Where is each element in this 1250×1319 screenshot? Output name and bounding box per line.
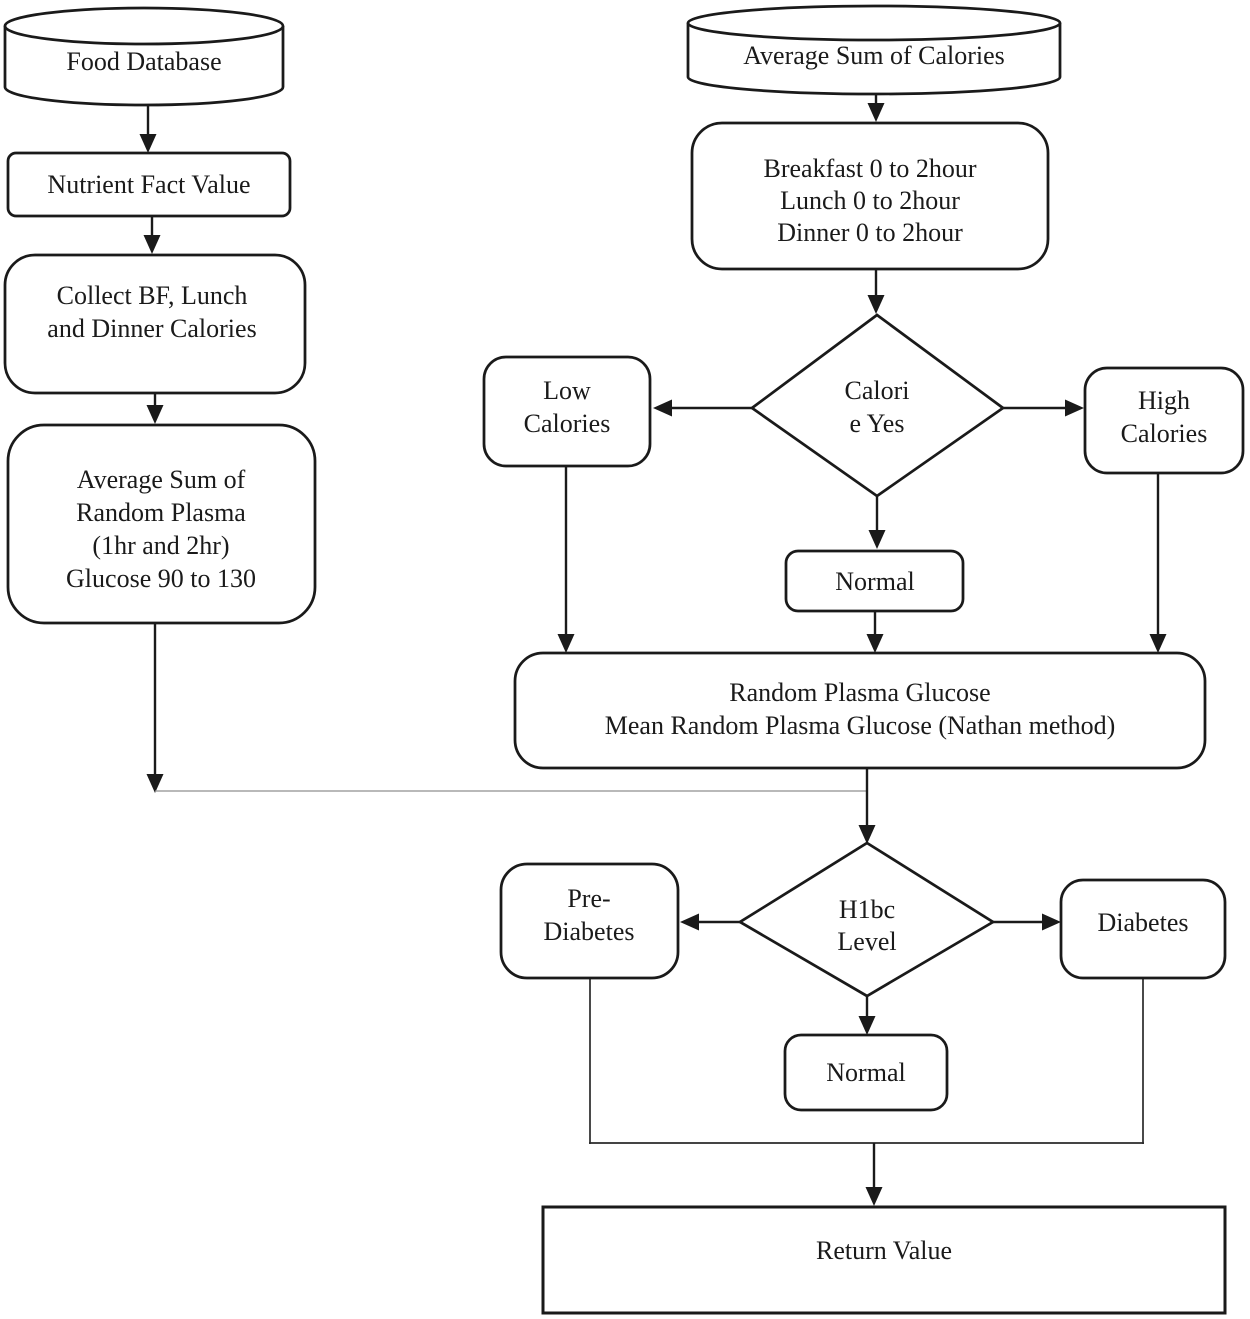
arrowhead-down-icon xyxy=(146,774,164,793)
normal-calories-label: Normal xyxy=(835,567,914,596)
meal-windows-label-line3: Dinner 0 to 2hour xyxy=(777,218,963,247)
node-normal-h1bc xyxy=(783,1033,949,1112)
node-random-plasma-glucose xyxy=(513,651,1207,770)
avg-plasma-label-line2: Random Plasma xyxy=(76,498,246,527)
arrowhead-down-icon xyxy=(867,295,885,314)
arrowhead-right-icon xyxy=(1065,399,1084,417)
node-diabetes xyxy=(1059,878,1227,980)
calorie-decision-label-line2: e Yes xyxy=(850,409,905,438)
arrowhead-down-icon xyxy=(867,103,885,122)
node-collect-calories xyxy=(3,253,307,395)
low-calories-label-line1: Low xyxy=(543,376,591,405)
arrowhead-down-icon xyxy=(865,1187,883,1206)
arrowhead-down-icon xyxy=(557,634,575,653)
node-normal-calories xyxy=(784,549,965,613)
node-low-calories xyxy=(482,355,652,468)
h1bc-decision-label-line2: Level xyxy=(837,927,896,956)
arrowhead-right-icon xyxy=(1042,913,1061,931)
cylinder-body xyxy=(3,26,285,107)
arrowhead-down-icon xyxy=(858,1016,876,1035)
avg-plasma-label-line4: Glucose 90 to 130 xyxy=(66,564,256,593)
node-food-database xyxy=(3,6,285,107)
collect-calories-label-line2: and Dinner Calories xyxy=(47,314,256,343)
node-average-sum-calories xyxy=(686,4,1062,96)
diabetes-label: Diabetes xyxy=(1098,908,1189,937)
arrowhead-down-icon xyxy=(868,530,886,549)
node-labels: Food Database Nutrient Fact Value Collec… xyxy=(47,41,1207,1265)
arrowhead-down-icon xyxy=(866,634,884,653)
node-shapes xyxy=(3,4,1245,1315)
arrowhead-down-icon xyxy=(139,134,157,153)
avg-plasma-label-line1: Average Sum of xyxy=(77,465,246,494)
node-return-value xyxy=(541,1205,1227,1315)
food-database-label: Food Database xyxy=(66,47,221,76)
arrowhead-down-icon xyxy=(143,235,161,254)
rpg-label-line1: Random Plasma Glucose xyxy=(729,678,990,707)
node-meal-windows xyxy=(690,121,1050,271)
h1bc-decision-label-line1: H1bc xyxy=(839,895,895,924)
arrowhead-left-icon xyxy=(680,913,699,931)
node-pre-diabetes xyxy=(499,862,680,980)
normal-h1bc-label: Normal xyxy=(826,1058,905,1087)
node-high-calories xyxy=(1083,366,1245,475)
return-value-label: Return Value xyxy=(816,1236,952,1265)
high-calories-label-line1: High xyxy=(1138,386,1190,415)
cylinder-top xyxy=(3,6,285,46)
high-calories-label-line2: Calories xyxy=(1121,419,1208,448)
node-h1bc-decision xyxy=(737,841,996,998)
arrowhead-left-icon xyxy=(653,399,672,417)
node-calorie-decision xyxy=(749,313,1006,498)
rpg-label-line2: Mean Random Plasma Glucose (Nathan metho… xyxy=(605,711,1116,740)
arrowhead-down-icon xyxy=(858,825,876,844)
node-nutrient-fact-value xyxy=(6,151,292,218)
arrowhead-down-icon xyxy=(1149,634,1167,653)
cylinder-body xyxy=(686,23,1062,96)
pre-diabetes-label-line2: Diabetes xyxy=(544,917,635,946)
meal-windows-label-line2: Lunch 0 to 2hour xyxy=(780,186,960,215)
node-average-sum-random-plasma xyxy=(6,423,317,625)
avg-plasma-label-line3: (1hr and 2hr) xyxy=(92,531,229,560)
cylinder-top xyxy=(686,4,1062,42)
low-calories-label-line2: Calories xyxy=(524,409,611,438)
avg-calories-label: Average Sum of Calories xyxy=(743,41,1005,70)
nutrient-fact-value-label: Nutrient Fact Value xyxy=(47,170,250,199)
arrowhead-down-icon xyxy=(146,405,164,424)
collect-calories-label-line1: Collect BF, Lunch xyxy=(57,281,248,310)
meal-windows-label-line1: Breakfast 0 to 2hour xyxy=(763,154,976,183)
calorie-decision-label-line1: Calori xyxy=(845,376,910,405)
connectors xyxy=(139,95,1167,1206)
pre-diabetes-label-line1: Pre- xyxy=(567,884,610,913)
